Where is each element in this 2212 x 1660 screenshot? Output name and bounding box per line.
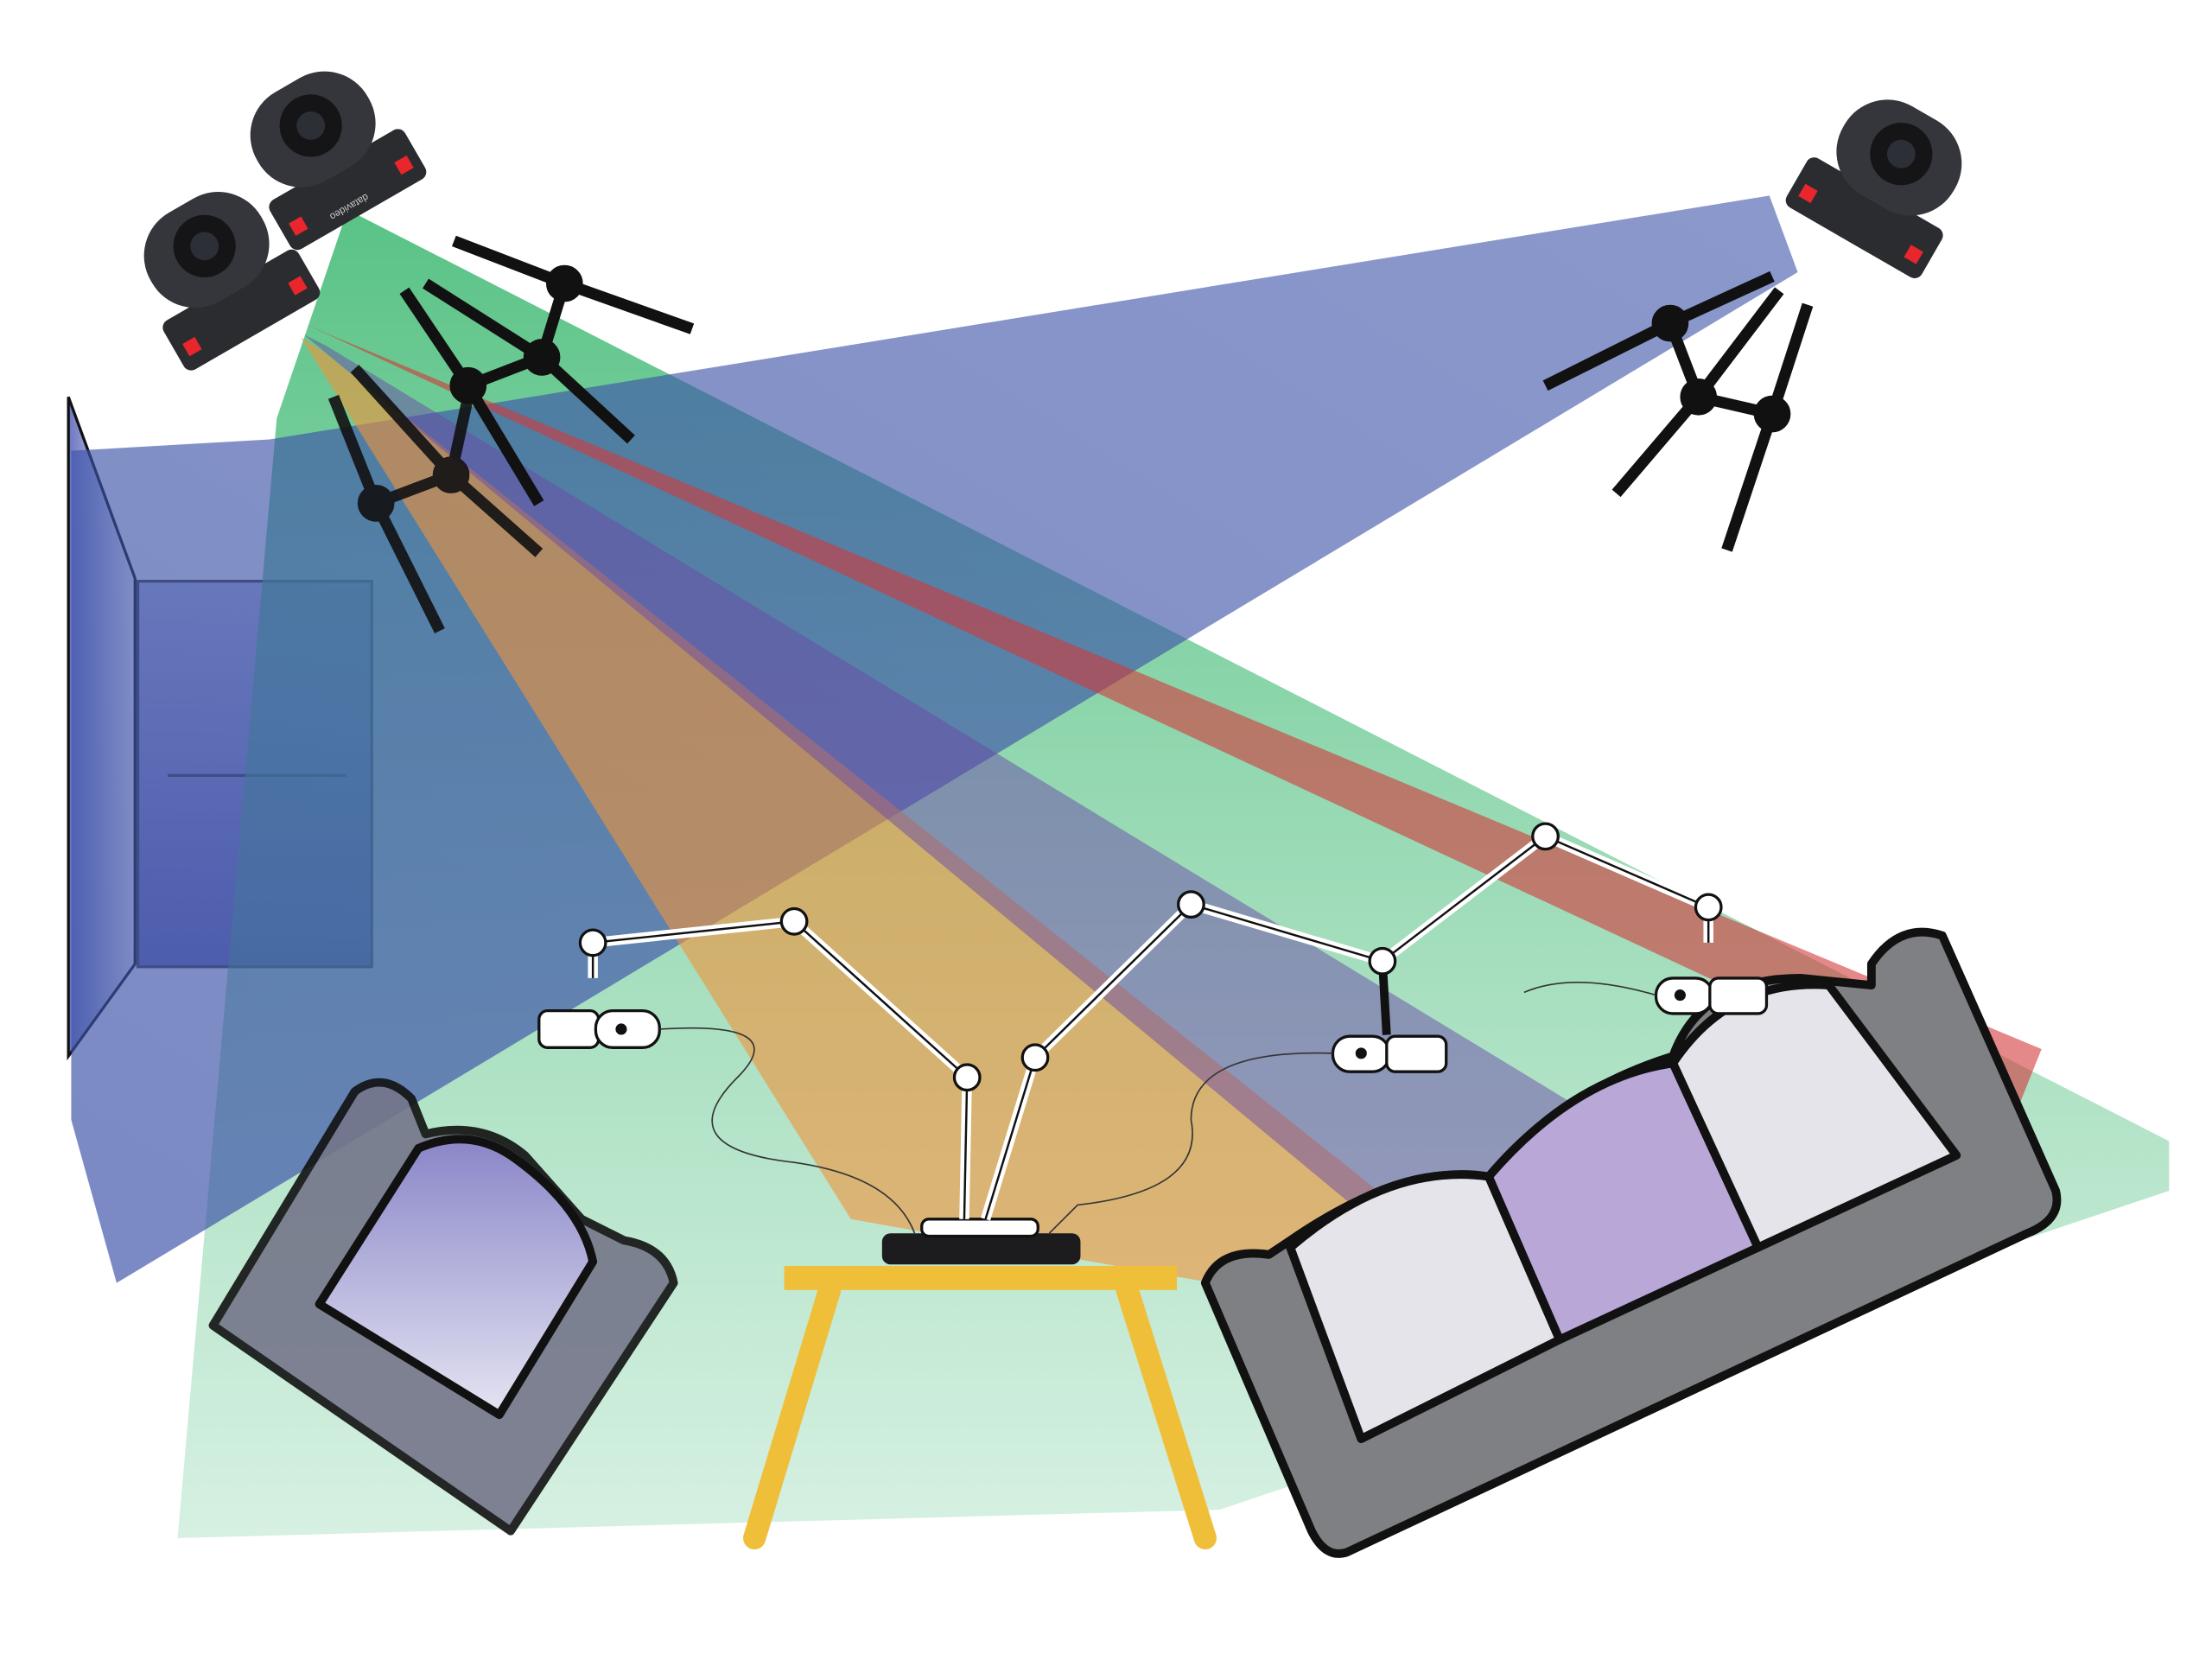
red-camera-beam xyxy=(303,323,2042,1120)
microphone-left xyxy=(537,1009,661,1049)
armchair xyxy=(208,1078,678,1536)
mic-arm-right xyxy=(981,822,1723,1221)
ptz-camera-right xyxy=(1785,99,1962,279)
camera-led xyxy=(394,155,414,175)
mic-arm-left xyxy=(578,906,982,1219)
tripod-right xyxy=(1542,270,1814,552)
mic-grille xyxy=(1385,1034,1448,1073)
audio-interface xyxy=(881,1218,1081,1265)
camera-led xyxy=(1798,183,1818,204)
sofa xyxy=(1200,927,2062,1558)
tripod-left-front xyxy=(327,365,543,633)
camera-led xyxy=(288,276,308,296)
mic-cables xyxy=(659,981,1656,1234)
microphone-right xyxy=(1654,976,1769,1015)
ptz-camera-front-left xyxy=(143,192,321,371)
mic-grille xyxy=(537,1009,601,1049)
ptz-camera-rear-left: datavideo xyxy=(250,71,427,251)
coffee-table xyxy=(743,1265,1217,1550)
purple-camera-beam xyxy=(303,334,1787,1354)
microphone-center xyxy=(1331,1034,1448,1073)
mic-grille xyxy=(1708,976,1769,1015)
camera-led xyxy=(289,216,308,236)
camera-led xyxy=(1904,245,1923,264)
camera-led xyxy=(182,336,202,357)
